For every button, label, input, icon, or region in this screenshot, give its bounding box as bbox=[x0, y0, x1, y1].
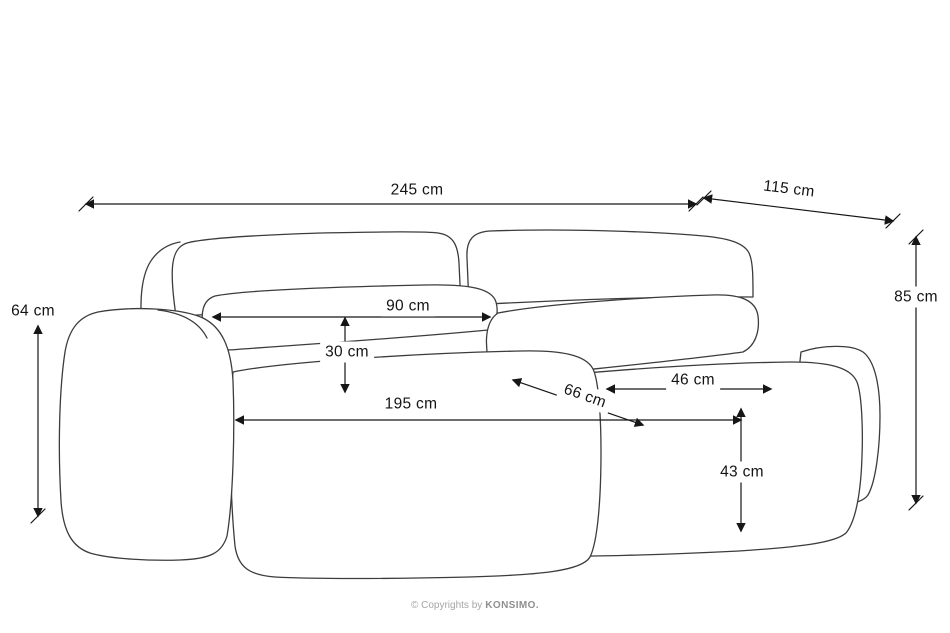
dim-tick bbox=[885, 213, 901, 229]
sofa-left-arm-inner-edge bbox=[157, 309, 208, 339]
dim-tick bbox=[908, 229, 924, 245]
dim-tick bbox=[688, 196, 704, 212]
sofa-outline bbox=[58, 229, 881, 580]
dim-label-seat-height: 43 cm bbox=[715, 461, 769, 483]
dim-label-side-pillow-width: 46 cm bbox=[666, 369, 720, 391]
sofa-left-arm bbox=[58, 307, 235, 561]
brand-name: KONSIMO. bbox=[485, 600, 540, 611]
copyright-text: © Copyrights by bbox=[410, 600, 483, 611]
sofa-seat-cushion-left bbox=[229, 350, 602, 580]
dim-label-seat-width: 195 cm bbox=[379, 393, 443, 415]
dim-tick bbox=[78, 196, 94, 212]
sofa-back-cushion-right bbox=[466, 229, 754, 306]
dimension-lines bbox=[30, 190, 924, 533]
dim-label-height: 85 cm bbox=[889, 286, 943, 308]
dim-label-overall-width: 245 cm bbox=[385, 179, 449, 201]
dim-label-back-pillow-width: 90 cm bbox=[381, 295, 435, 317]
dim-label-back-pillow-height: 30 cm bbox=[320, 341, 374, 363]
dim-label-arm-height: 64 cm bbox=[6, 300, 60, 322]
dim-tick bbox=[30, 508, 46, 524]
dim-tick bbox=[696, 190, 712, 206]
dim-tick bbox=[908, 495, 924, 511]
dim-line-depth bbox=[702, 194, 895, 225]
